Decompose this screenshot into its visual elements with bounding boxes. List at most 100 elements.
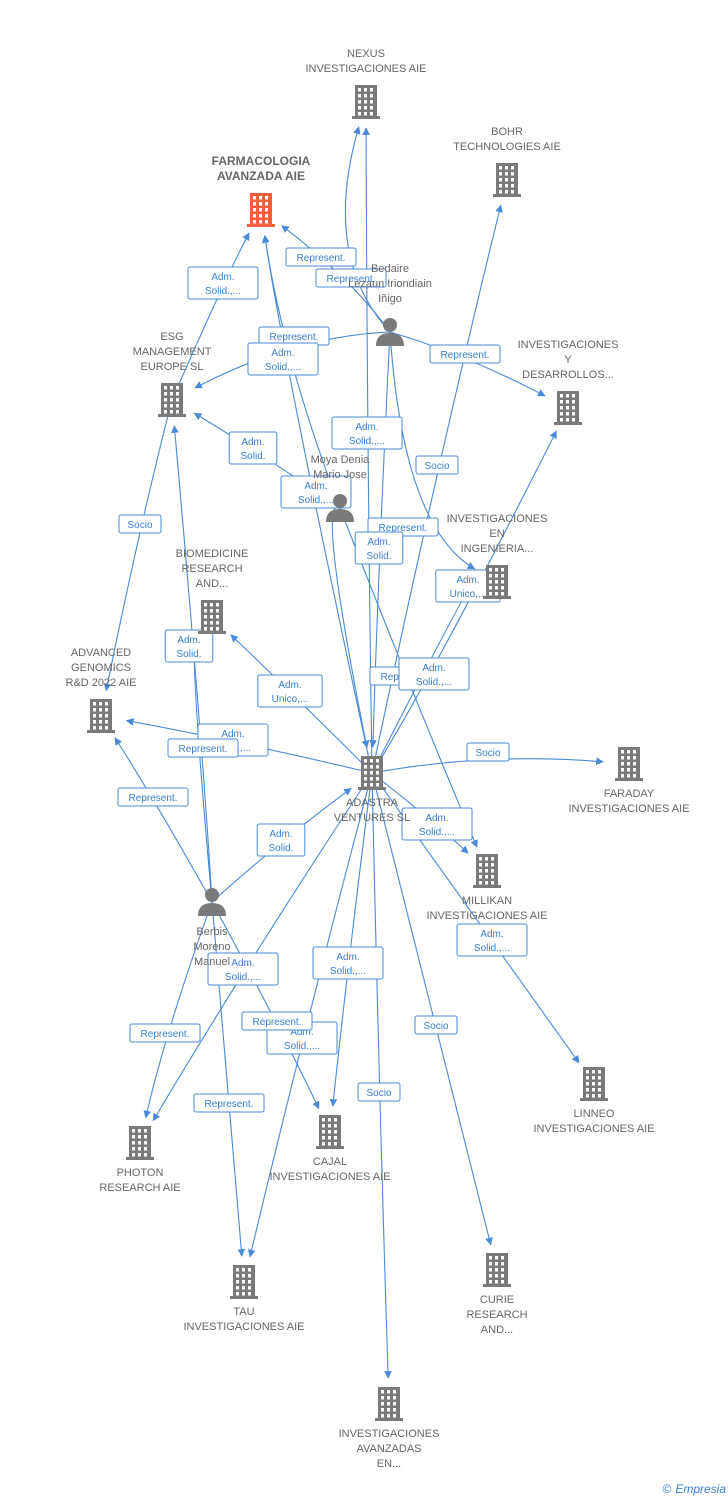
edge-label-box	[129, 1023, 201, 1043]
edge-label-box	[315, 268, 387, 288]
edge-label-berbis-to-advanced[interactable]: Represent.	[117, 787, 189, 807]
edge-label-adastra-to-farmacologia[interactable]: Adm.Solid.,...	[247, 342, 319, 376]
edge-label-adastra-to-nexus[interactable]: Adm.Solid.,...	[331, 416, 403, 450]
edge-label-adastra-to-bohr[interactable]: Socio	[415, 455, 459, 475]
node-iei[interactable]: INVESTIGACIONESENINGENIERIA...	[447, 513, 548, 599]
node-label: Moreno	[193, 941, 230, 953]
node-iae[interactable]: INVESTIGACIONESAVANZADASEN...	[339, 1387, 440, 1470]
edge-label-adastra-to-photon[interactable]: Adm. Solid.,...	[207, 952, 279, 986]
edge-label-text: Adm.	[269, 829, 292, 840]
edge-label-text: Solid.,...	[225, 972, 261, 983]
edge-label-text: Unico,...	[450, 589, 487, 600]
building-icon	[247, 193, 275, 227]
edge-label-text: Adm.	[480, 929, 503, 940]
building-icon	[316, 1115, 344, 1149]
edge-label-berbis-to-tau[interactable]: Represent.	[193, 1093, 265, 1113]
edge-label-text: Adm.	[241, 437, 264, 448]
node-label: CURIE	[480, 1294, 514, 1306]
node-label: INVESTIGACIONES AIE	[533, 1123, 654, 1135]
node-label: RESEARCH	[466, 1309, 527, 1321]
edge-label-adastra-to-biomedicine[interactable]: Adm.Unico,...	[257, 674, 323, 708]
node-biomedicine[interactable]: BIOMEDICINERESEARCHAND...	[176, 548, 249, 634]
edge-esg-to-advanced	[103, 399, 173, 692]
edge-berbis-to-advanced	[114, 737, 213, 903]
edge-label-text: Socio	[366, 1088, 391, 1099]
edge-bedaire-to-iei	[389, 331, 476, 570]
building-icon	[158, 383, 186, 417]
edge-berbis-to-cajal	[211, 901, 320, 1110]
node-cajal[interactable]: CAJAL INVESTIGACIONES AIE	[269, 1115, 391, 1183]
edge-label-berbis-to-esg[interactable]: Represent.	[167, 738, 239, 758]
edge-label-text: Represent.	[141, 1029, 190, 1040]
edge-label-box	[414, 1015, 458, 1035]
edge-label-text: Socio	[423, 1021, 448, 1032]
edge-label-text: Adm.	[231, 958, 254, 969]
edge-label-adastra-to-millikan[interactable]: Adm.Solid.,...	[401, 807, 473, 841]
node-label: INVESTIGACIONES AIE	[305, 63, 426, 75]
node-label: INVESTIGACIONES AIE	[568, 803, 689, 815]
edge-label-esg-to-advanced[interactable]: Socio	[118, 514, 162, 534]
edge-label-box	[256, 823, 306, 857]
edge-label-text: Solid.,...	[330, 966, 366, 977]
edge-label-adastra-to-linneo[interactable]: Adm. Solid.,...	[456, 923, 528, 957]
edge-label-text: Solid.	[366, 551, 391, 562]
edge-label-esg-to-farmacologia[interactable]: Adm.Solid.,...	[187, 266, 259, 300]
edge-berbis-to-photon	[143, 901, 213, 1119]
edge-label-bedaire-to-nexus[interactable]: Represent.	[285, 247, 357, 267]
edge-label-berbis-to-biomedicine[interactable]: Adm.Solid.	[164, 629, 214, 663]
edge-label-berbis-to-cajal[interactable]: Represent.	[241, 1011, 313, 1031]
footer-brand[interactable]: ©Empresia	[662, 1482, 726, 1496]
edge-label-box	[466, 742, 510, 762]
node-curie[interactable]: CURIERESEARCHAND...	[466, 1253, 528, 1336]
node-label: CAJAL	[313, 1156, 347, 1168]
edge-label-adastra-to-ide[interactable]: Adm.Solid.,...	[398, 657, 470, 691]
node-label: ADVANCED	[71, 647, 131, 659]
node-label: TECHNOLOGIES AIE	[453, 141, 561, 153]
person-icon	[326, 494, 354, 522]
person-icon	[376, 318, 404, 346]
node-ide[interactable]: INVESTIGACIONESYDESARROLLOS...	[518, 339, 619, 425]
edge-label-bedaire-to-adastra[interactable]: Adm.Solid.	[354, 531, 404, 565]
node-label: DESARROLLOS...	[522, 369, 614, 381]
edge-label-adastra-to-curie[interactable]: Socio	[414, 1015, 458, 1035]
edge-label-box	[456, 923, 528, 957]
edge-label-bedaire-to-farmacologia[interactable]: Represent.	[315, 268, 387, 288]
edge-label-text: Represent.	[129, 793, 178, 804]
edge-label-bedaire-to-ide[interactable]: Represent.	[429, 344, 501, 364]
edge-label-moya-to-esg[interactable]: Adm.Solid.	[228, 431, 278, 465]
node-nexus[interactable]: NEXUS INVESTIGACIONES AIE	[305, 48, 427, 119]
edge-label-text: Adm.	[278, 680, 301, 691]
edge-label-text: Adm.	[425, 813, 448, 824]
edge-label-bedaire-to-esg[interactable]: Represent.	[258, 326, 330, 346]
edge-label-text: Solid.,...	[474, 943, 510, 954]
node-label: INVESTIGACIONES AIE	[269, 1171, 390, 1183]
edge-label-berbis-to-photon[interactable]: Represent.	[129, 1023, 201, 1043]
edge-label-box	[354, 531, 404, 565]
edge-label-adastra-to-cajal[interactable]: Adm.Solid.,...	[312, 946, 384, 980]
edge-label-text: Adm.	[355, 422, 378, 433]
edge-adastra-to-ide	[371, 430, 557, 774]
node-label: INVESTIGACIONES	[447, 513, 548, 525]
node-label: EUROPE SL	[141, 361, 204, 373]
edge-label-berbis-to-adastra[interactable]: Adm.Solid.	[256, 823, 306, 857]
edge-label-adastra-to-iae[interactable]: Socio	[357, 1082, 401, 1102]
edge-label-adastra-to-faraday[interactable]: Socio	[466, 742, 510, 762]
building-icon	[615, 747, 643, 781]
node-label: INVESTIGACIONES	[339, 1428, 440, 1440]
node-label: NEXUS	[347, 48, 385, 60]
copyright-symbol: ©	[662, 1482, 672, 1496]
edge-label-text: Adm.	[221, 729, 244, 740]
